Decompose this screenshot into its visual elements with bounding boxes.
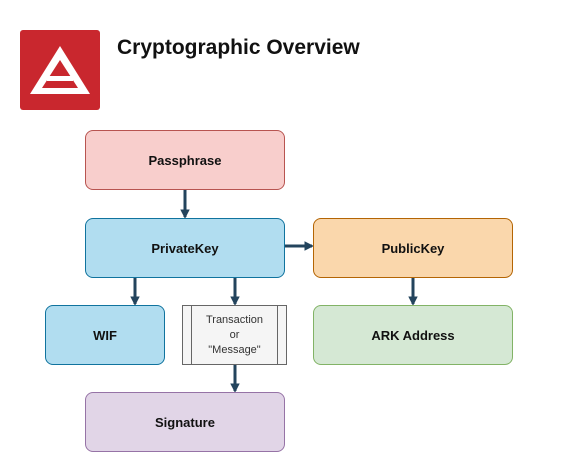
transaction-message-node: Transaction or "Message" xyxy=(182,305,287,365)
signature-node: Signature xyxy=(85,392,285,452)
page-title: Cryptographic Overview xyxy=(117,36,360,59)
transaction-label-line: "Message" xyxy=(208,343,261,356)
transaction-label-line: or xyxy=(229,328,240,341)
transaction-message-label: Transaction or "Message" xyxy=(206,313,263,358)
privatekey-node: PrivateKey xyxy=(85,218,285,278)
wif-node: WIF xyxy=(45,305,165,365)
passphrase-node: Passphrase xyxy=(85,130,285,190)
publickey-node: PublicKey xyxy=(313,218,513,278)
ark-logo-icon xyxy=(30,46,90,94)
transaction-label-line: Transaction xyxy=(205,313,264,326)
ark-logo xyxy=(20,30,100,110)
ark-address-node: ARK Address xyxy=(313,305,513,365)
